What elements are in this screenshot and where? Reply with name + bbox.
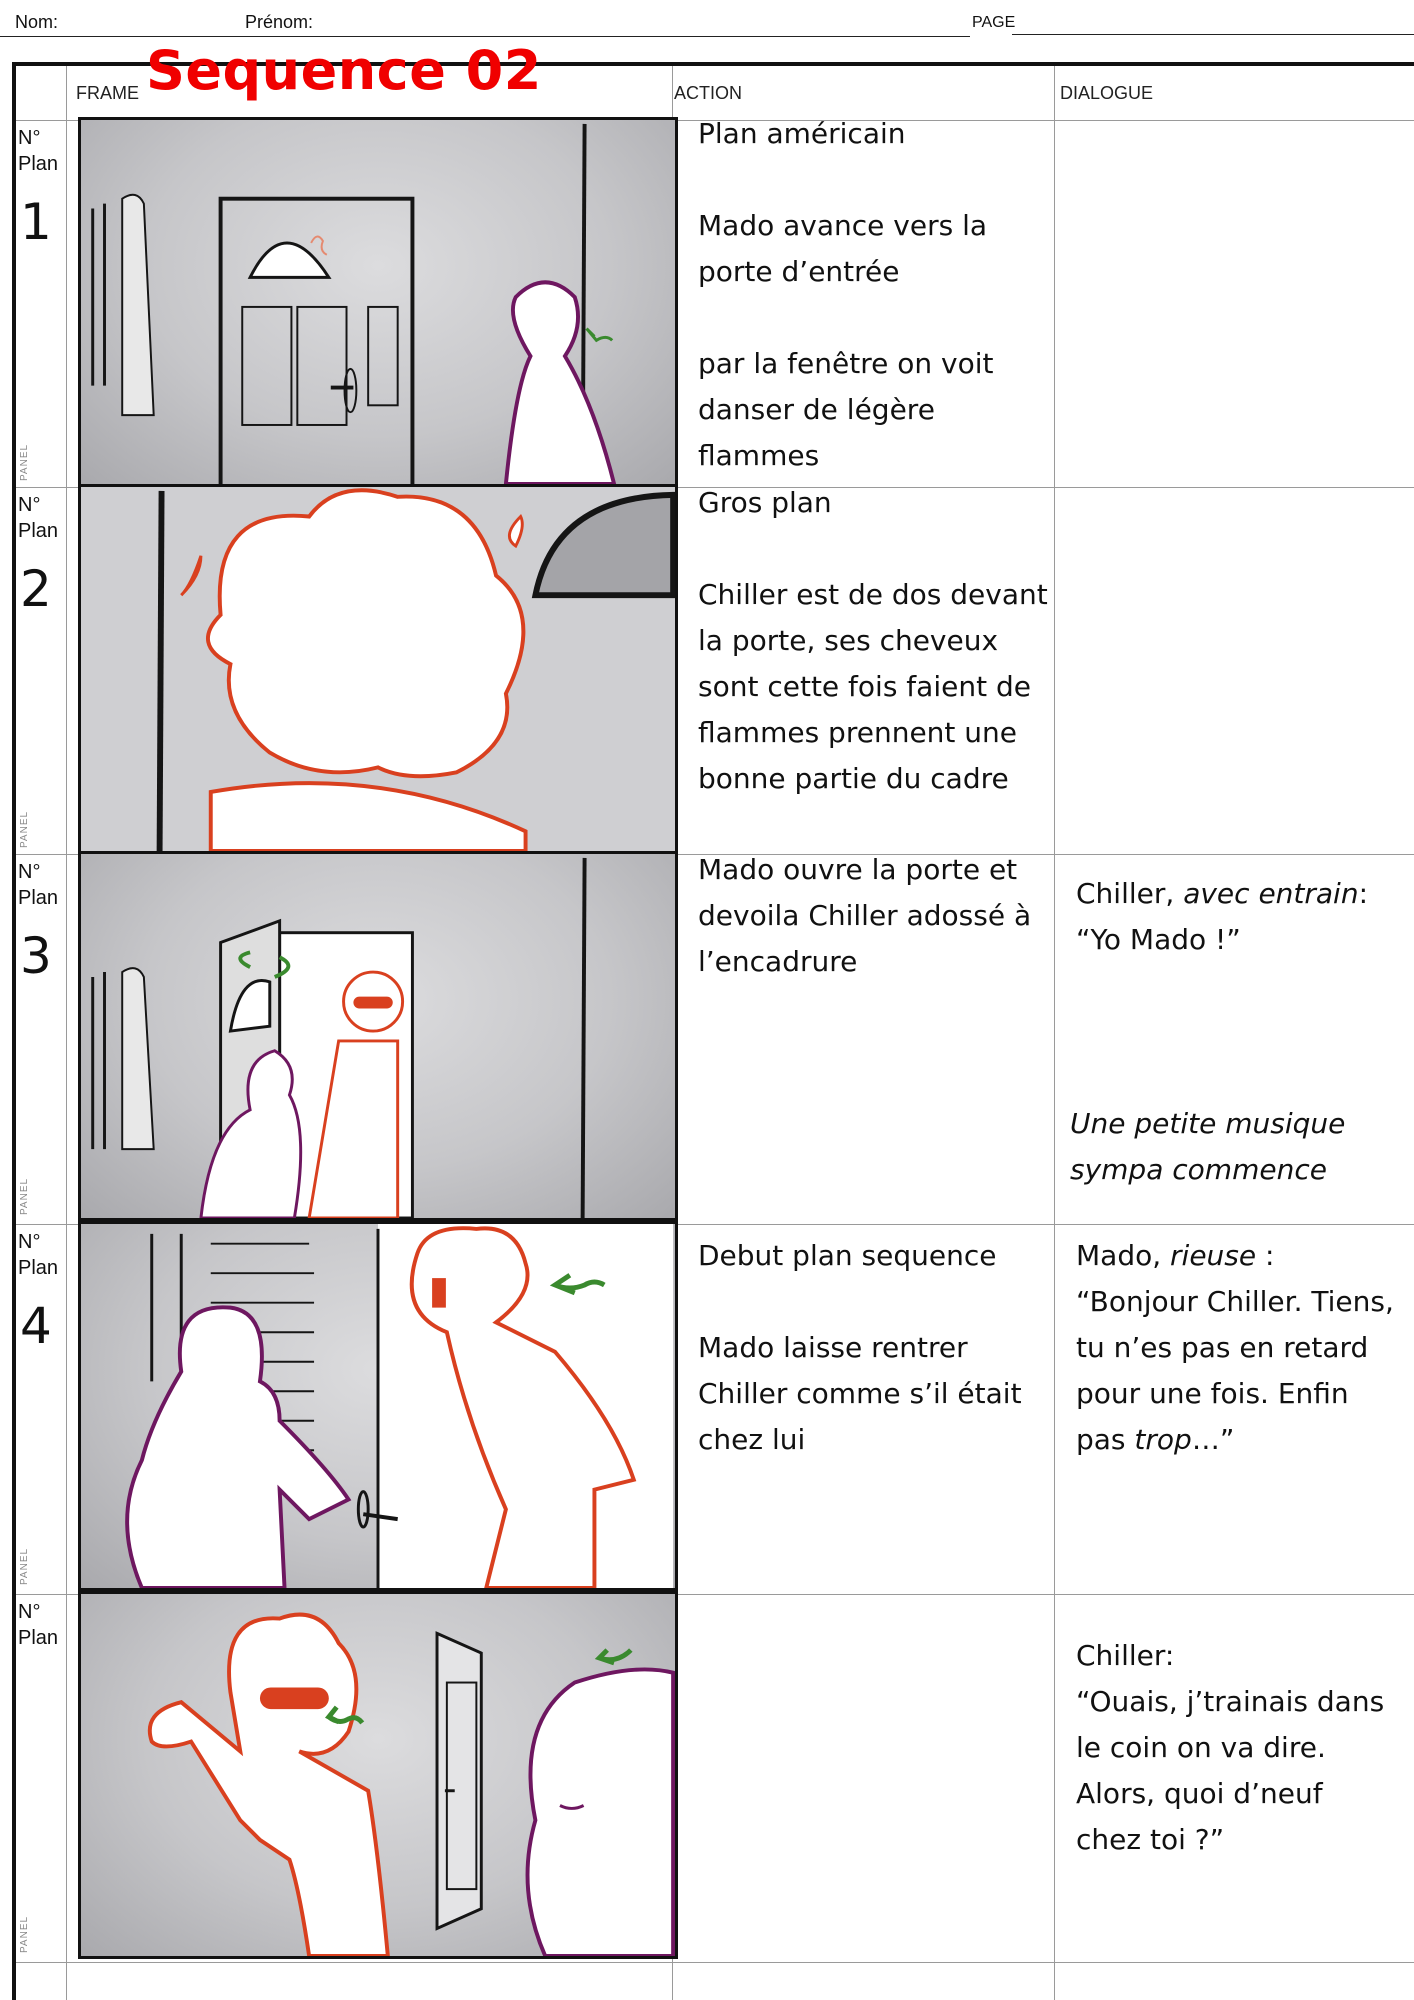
flaming-hair-sketch-icon [156,488,675,851]
name-field-line[interactable] [0,36,970,37]
divider [16,487,1414,488]
action-text-4: Debut plan sequence Mado laisse rentrer … [698,1239,1022,1456]
plan-label: N° Plan [18,127,59,175]
dialogue-4: Mado, rieuse : “Bonjour Chiller. Tiens, … [1076,1233,1414,1463]
panel-row-1: N° Plan 1 PANEL Plan américain Mado avan… [12,117,1414,487]
plan-cell: N° Plan 2 PANEL [16,484,78,854]
sequence-title: Sequence 02 [146,39,542,102]
dialogue-line: chez toi ?” [1076,1823,1225,1856]
frame-sketch-3 [78,851,678,1221]
panel-row-5: N° Plan PANEL Chiller: “Ouais, j’trainai… [12,1591,1414,1959]
divider [1054,66,1055,2000]
door-opening-sketch-icon [91,857,587,1218]
dialogue-line: “Bonjour Chiller. Tiens, [1076,1285,1394,1318]
panel-tag: PANEL [19,443,30,481]
page-label: PAGE [972,14,1016,31]
plan-number: 1 [20,193,52,251]
plan-label: N° Plan [18,494,59,542]
dialogue-line: tu n’es pas en retard [1076,1331,1369,1364]
column-header-frame: FRAME [76,82,139,103]
dialogue-line: pas trop…” [1076,1423,1235,1456]
divider [16,1962,1414,1963]
action-text-2: Gros plan Chiller est de dos devant la p… [698,486,1048,795]
plan-cell: N° Plan 4 PANEL [16,1221,78,1591]
panel-tag: PANEL [19,1915,30,1953]
plan-cell: N° Plan PANEL [16,1591,78,1959]
plan-label: N° Plan [18,861,59,909]
dialogue-speaker: Mado, rieuse : [1076,1239,1275,1272]
plan-number: 3 [20,927,52,985]
plan-number: 4 [20,1297,52,1355]
frame-sketch-1 [78,117,678,487]
dialogue-speaker: Chiller, avec entrain: [1076,877,1369,910]
plan-number: 2 [20,560,52,618]
dialogue-5: Chiller: “Ouais, j’trainais dans le coin… [1076,1633,1414,1863]
panel-tag: PANEL [19,1177,30,1215]
divider [16,1224,1414,1225]
prenom-label: Prénom: [245,12,314,32]
dialogue-3: Chiller, avec entrain: “Yo Mado !” Une p… [1070,871,1414,1193]
dialogue-line: pour une fois. Enfin [1076,1377,1349,1410]
dialogue-note: Une petite musique [1070,1107,1346,1140]
panel-row-2: N° Plan 2 PANEL Gros plan Chiller est de… [12,484,1414,854]
panel-tag: PANEL [19,1547,30,1585]
panel-row-4: N° Plan 4 PANEL Debut plan sequence Mado… [12,1221,1414,1591]
nom-label: Nom: [15,12,59,32]
plan-label: N° Plan [18,1601,59,1649]
chiller-thumbs-up-sketch-icon [147,1612,675,1956]
divider [16,120,1414,121]
plan-cell: N° Plan 1 PANEL [16,117,78,487]
page-field-line[interactable] [1012,34,1414,35]
frame-sketch-2 [78,484,678,854]
action-text-1: Plan américain Mado avance vers la porte… [698,117,994,472]
divider [16,1594,1414,1595]
stage-direction: avec entrain [1183,877,1359,910]
plan-cell: N° Plan 3 PANEL [16,851,78,1221]
divider [16,854,1414,855]
stage-direction: rieuse [1170,1239,1257,1272]
hallway-door-sketch-icon [91,123,617,484]
dialogue-line: Alors, quoi d’neuf [1076,1777,1323,1810]
dialogue-note: sympa commence [1070,1153,1327,1186]
action-text-3: Mado ouvre la porte et devoila Chiller a… [698,853,1032,978]
divider [66,66,67,2000]
mado-chiller-entrance-sketch-icon [125,1224,674,1588]
dialogue-line: “Ouais, j’trainais dans [1076,1685,1385,1718]
dialogue-line: “Yo Mado !” [1076,923,1241,956]
frame-sketch-5 [78,1591,678,1959]
column-header-action: ACTION [674,82,743,103]
panel-row-3: N° Plan 3 PANEL Mado ouvre la porte et d… [12,851,1414,1221]
dialogue-line: le coin on va dire. [1076,1731,1326,1764]
frame-sketch-4 [78,1221,678,1591]
column-header-dialogue: DIALOGUE [1060,82,1154,103]
plan-label: N° Plan [18,1231,59,1279]
panel-tag: PANEL [19,810,30,848]
dialogue-line: Chiller: [1076,1639,1175,1672]
